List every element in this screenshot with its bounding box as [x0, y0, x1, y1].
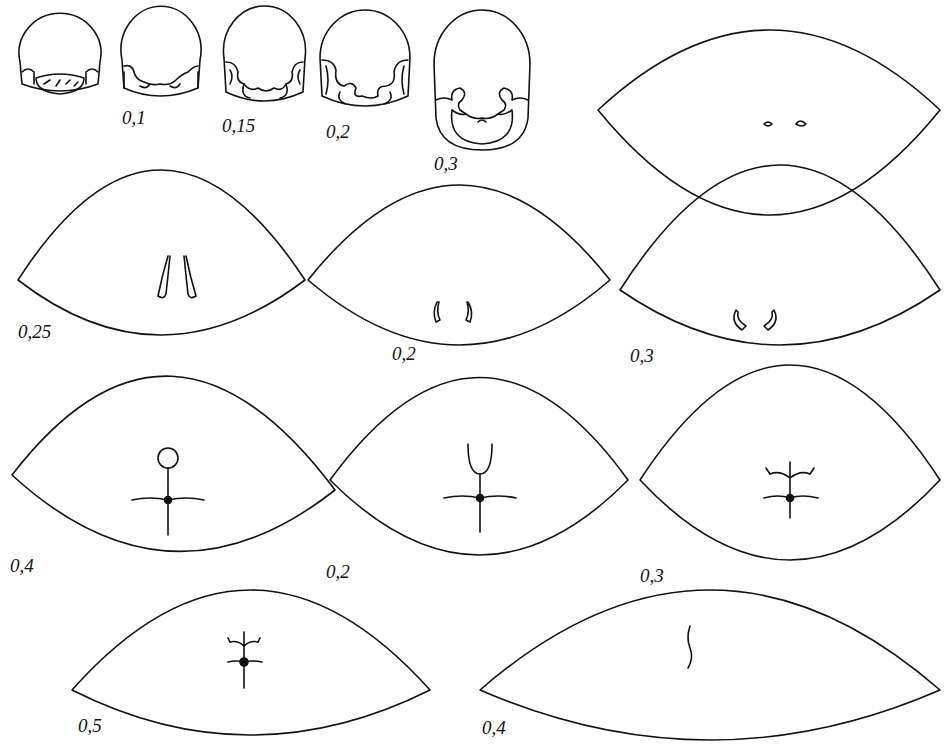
callout-number: 0,25 [18, 322, 51, 341]
callout-number: 0,4 [482, 718, 506, 737]
section-4 [320, 10, 410, 106]
callout-number: 0,4 [10, 556, 34, 575]
section-13 [72, 590, 430, 735]
callout-number: 0,2 [326, 562, 350, 581]
section-8 [308, 185, 610, 345]
section-2 [121, 6, 201, 96]
callout-number: 0,2 [392, 344, 416, 363]
section-1 [19, 13, 101, 94]
section-14 [480, 590, 940, 740]
section-6 [598, 30, 940, 215]
callout-number: 0,1 [122, 108, 146, 127]
callout-number: 0,3 [640, 566, 664, 585]
section-5 [434, 10, 530, 150]
section-11 [330, 378, 628, 556]
section-7 [18, 170, 305, 335]
callout-number: 0,2 [326, 122, 350, 141]
callout-number: 0,5 [78, 716, 102, 735]
section-10 [12, 376, 335, 551]
callout-number: 0,15 [222, 116, 255, 135]
section-12 [640, 365, 940, 560]
callout-number: 0,3 [434, 154, 458, 173]
section-9 [620, 165, 940, 345]
section-3 [223, 6, 305, 101]
callout-number: 0,3 [630, 346, 654, 365]
